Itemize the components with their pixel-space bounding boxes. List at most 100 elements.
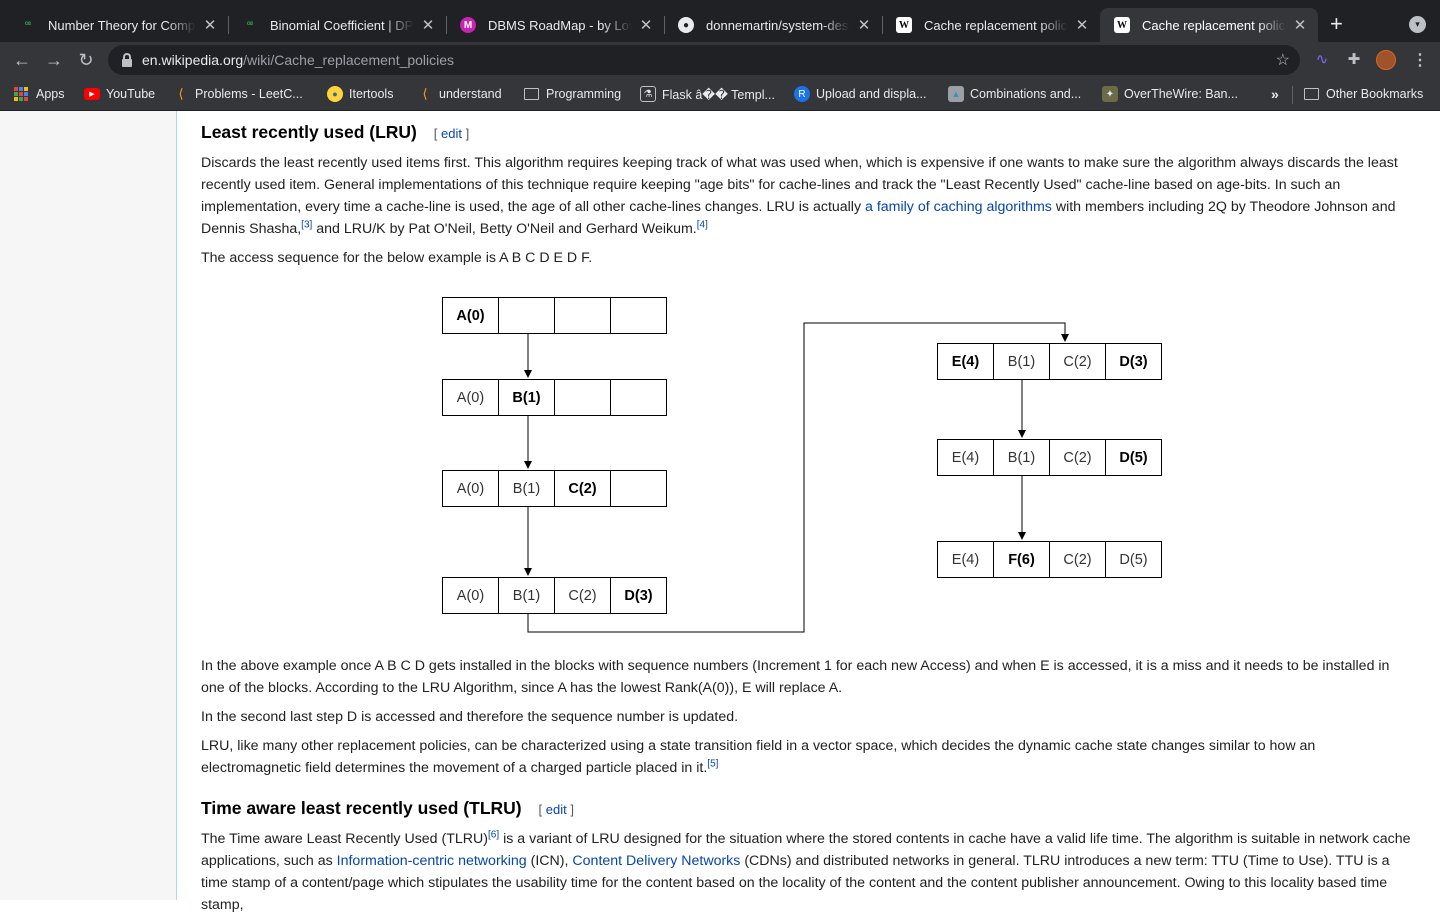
bookmark-flask[interactable]: ⚗ Flask â�� Templ...	[640, 85, 775, 103]
bookmark-overthewire[interactable]: ✦ OverTheWire: Ban...	[1102, 85, 1238, 103]
cache-block: A(0)	[442, 577, 499, 614]
bookmark-label: Problems - LeetC...	[195, 87, 303, 101]
cache-block: E(4)	[937, 439, 994, 476]
paragraph-tlru-intro: The Time aware Least Recently Used (TLRU…	[201, 828, 1411, 916]
paragraph-state-transition: LRU, like many other replacement policie…	[201, 735, 1411, 779]
tab-title: Number Theory for Competitive Programmin…	[48, 17, 196, 33]
browser-toolbar: ← → ↻ en.wikipedia.org/wiki/Cache_replac…	[0, 42, 1440, 78]
paragraph-text: The Time aware Least Recently Used (TLRU…	[201, 831, 489, 847]
bookmark-combinations[interactable]: ▲ Combinations and...	[948, 85, 1081, 103]
extension-wave-icon[interactable]: ∿	[1315, 51, 1329, 68]
paragraph-second-last-step: In the second last step D is accessed an…	[201, 709, 739, 725]
cache-block: F(6)	[993, 541, 1050, 578]
leetcode-icon: ⟨	[178, 86, 184, 101]
bookmark-star-icon[interactable]: ☆	[1275, 52, 1290, 69]
bookmark-youtube[interactable]: ▶ YouTube	[84, 85, 155, 103]
cache-state-step-3: A(0)B(1)C(2)	[442, 470, 667, 507]
back-button[interactable]: ←	[13, 50, 31, 70]
bookmark-upload-display[interactable]: R Upload and displa...	[794, 85, 927, 103]
cache-block	[610, 379, 667, 416]
more-bookmarks-chevron-icon[interactable]: »	[1271, 86, 1279, 102]
tab-system-design[interactable]: ● donnemartin/system-design-primer ✕	[664, 8, 882, 42]
overthewire-icon: ✦	[1102, 86, 1118, 102]
tab-title: Cache replacement policies - Wikipedia	[924, 17, 1068, 33]
folder-icon	[1304, 88, 1319, 100]
github-icon: ●	[678, 17, 694, 33]
new-tab-button[interactable]: +	[1330, 11, 1343, 36]
bookmark-other-bookmarks[interactable]: Other Bookmarks	[1304, 85, 1423, 103]
tab-title: donnemartin/system-design-primer	[706, 17, 850, 33]
paragraph-text: (ICN),	[526, 853, 573, 869]
r-icon: R	[794, 86, 810, 102]
lock-icon[interactable]	[122, 53, 132, 67]
reference-4-link[interactable]: [4]	[696, 219, 708, 231]
profile-avatar[interactable]	[1376, 50, 1396, 70]
folder-icon	[524, 88, 539, 100]
wikipedia-icon: W	[1114, 17, 1130, 33]
url-text[interactable]: en.wikipedia.org/wiki/Cache_replacement_…	[142, 52, 455, 68]
tab-title: Cache replacement policies - Wikipedia	[1142, 17, 1286, 33]
bookmark-label: Combinations and...	[970, 87, 1082, 101]
close-icon[interactable]: ✕	[1293, 17, 1307, 34]
close-icon[interactable]: ✕	[421, 17, 435, 34]
address-bar[interactable]: en.wikipedia.org/wiki/Cache_replacement_…	[108, 45, 1300, 75]
family-caching-link[interactable]: a family of caching algorithms	[865, 199, 1052, 215]
close-icon[interactable]: ✕	[1075, 17, 1089, 34]
cache-block: A(0)	[442, 379, 499, 416]
bookmark-label: understand	[439, 87, 502, 101]
tab-binomial[interactable]: ꟹ Binomial Coefficient | DP-9 ✕	[228, 8, 446, 42]
bookmark-understand[interactable]: ⟨ understand	[417, 85, 502, 103]
close-icon[interactable]: ✕	[203, 17, 217, 34]
tab-title: DBMS RoadMap - by Love Babbar	[488, 17, 632, 33]
edit-section-link[interactable]: [ edit ]	[433, 126, 470, 141]
leetcode-icon: ⟨	[422, 86, 428, 101]
edit-section-link[interactable]: [ edit ]	[538, 802, 574, 817]
cache-block: D(3)	[610, 577, 667, 614]
reference-6-link[interactable]: [6]	[488, 829, 500, 841]
reload-button[interactable]: ↻	[78, 50, 94, 70]
extensions-puzzle-icon[interactable]: ✚	[1347, 51, 1361, 68]
geeksforgeeks-icon: ꟹ	[246, 19, 254, 31]
tab-cache-wiki-1[interactable]: W Cache replacement policies - Wikipedia…	[882, 8, 1100, 42]
bookmark-label: Upload and displa...	[816, 87, 927, 101]
tab-number-theory[interactable]: ꟹ Number Theory for Competitive Programm…	[6, 8, 228, 42]
image-icon: ▲	[948, 86, 964, 102]
icn-link[interactable]: Information-centric networking	[336, 853, 527, 869]
reference-5-link[interactable]: [5]	[707, 758, 719, 770]
cache-block: B(1)	[498, 379, 555, 416]
paragraph-text: with members including 2Q by Theodore Jo…	[201, 199, 1396, 237]
cdn-link[interactable]: Content Delivery Networks	[572, 853, 741, 869]
page-content: Least recently used (LRU) [ edit ] Disca…	[0, 111, 1440, 913]
tab-dbms-roadmap[interactable]: M DBMS RoadMap - by Love Babbar ✕	[446, 8, 664, 42]
cache-block: E(4)	[937, 343, 994, 380]
cache-state-step-7: E(4)F(6)C(2)D(5)	[937, 541, 1162, 578]
cache-block: B(1)	[993, 343, 1050, 380]
flask-icon: ⚗	[640, 86, 656, 102]
bookmark-label: Other Bookmarks	[1326, 87, 1424, 101]
edit-link[interactable]: edit	[545, 802, 567, 817]
cache-block: B(1)	[498, 470, 555, 507]
cache-block: E(4)	[937, 541, 994, 578]
bookmark-apps[interactable]: Apps	[14, 85, 65, 103]
cache-state-step-6: E(4)B(1)C(2)D(5)	[937, 439, 1162, 476]
cache-block: D(5)	[1105, 541, 1162, 578]
bookmark-folder-programming[interactable]: Programming	[524, 85, 621, 103]
forward-button[interactable]: →	[45, 50, 63, 70]
wikipedia-icon: W	[896, 17, 912, 33]
close-icon[interactable]: ✕	[857, 17, 871, 34]
cache-state-step-1: A(0)	[442, 297, 667, 334]
bookmark-itertools[interactable]: ● Itertools	[327, 85, 393, 103]
tab-search-icon[interactable]: ▾	[1409, 16, 1426, 33]
tab-cache-wiki-active[interactable]: W Cache replacement policies - Wikipedia…	[1100, 8, 1318, 42]
edit-link[interactable]: edit	[441, 126, 462, 141]
apps-grid-icon	[14, 87, 28, 101]
wiki-sidebar	[0, 111, 177, 900]
cache-block	[610, 297, 667, 334]
menu-kebab-icon[interactable]: ⋮	[1412, 52, 1428, 69]
reference-3-link[interactable]: [3]	[301, 219, 313, 231]
close-icon[interactable]: ✕	[639, 17, 653, 34]
bookmark-leetcode-problems[interactable]: ⟨ Problems - LeetC...	[173, 85, 303, 103]
bookmark-label: OverTheWire: Ban...	[1124, 87, 1238, 101]
bookmark-label: YouTube	[106, 87, 156, 101]
cache-block	[554, 379, 611, 416]
